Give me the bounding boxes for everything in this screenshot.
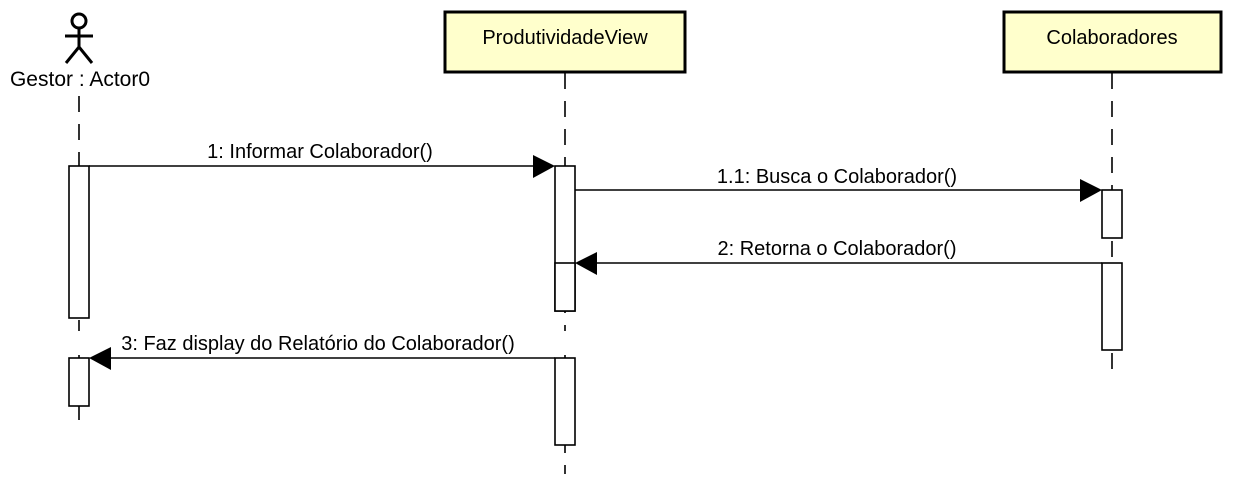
message-3: 3: Faz display do Relatório do Colaborad… <box>70 331 580 370</box>
message-1: 1: Informar Colaborador() <box>89 141 555 178</box>
store-activation-2 <box>1101 262 1123 351</box>
message-1-1: 1.1: Busca o Colaborador() <box>575 166 1102 202</box>
participant-label-store: Colaboradores <box>1046 27 1177 49</box>
actor-activation-2 <box>68 357 90 407</box>
actor-activation-1 <box>68 165 90 319</box>
store-activation-1 <box>1101 189 1123 239</box>
arrowhead-icon <box>1080 179 1102 202</box>
arrowhead-icon <box>533 155 555 178</box>
message-2: 2: Retorna o Colaborador() <box>575 238 1102 275</box>
arrowhead-icon <box>575 252 597 275</box>
view-activation-2 <box>554 357 576 446</box>
actor-label: Gestor : Actor0 <box>10 68 150 91</box>
participant-colaboradores: Colaboradores <box>1002 10 1223 74</box>
actor-icon <box>64 12 94 64</box>
message-2-label: 2: Retorna o Colaborador() <box>717 238 956 260</box>
participant-label-view: ProdutividadeView <box>482 27 648 49</box>
message-1-1-label: 1.1: Busca o Colaborador() <box>717 166 957 188</box>
message-1-label: 1: Informar Colaborador() <box>207 141 433 163</box>
view-activation-nested <box>554 262 576 312</box>
message-3-label: 3: Faz display do Relatório do Colaborad… <box>121 333 515 355</box>
arrowhead-icon <box>89 347 111 370</box>
participant-produtividadeview: ProdutividadeView <box>443 10 687 74</box>
